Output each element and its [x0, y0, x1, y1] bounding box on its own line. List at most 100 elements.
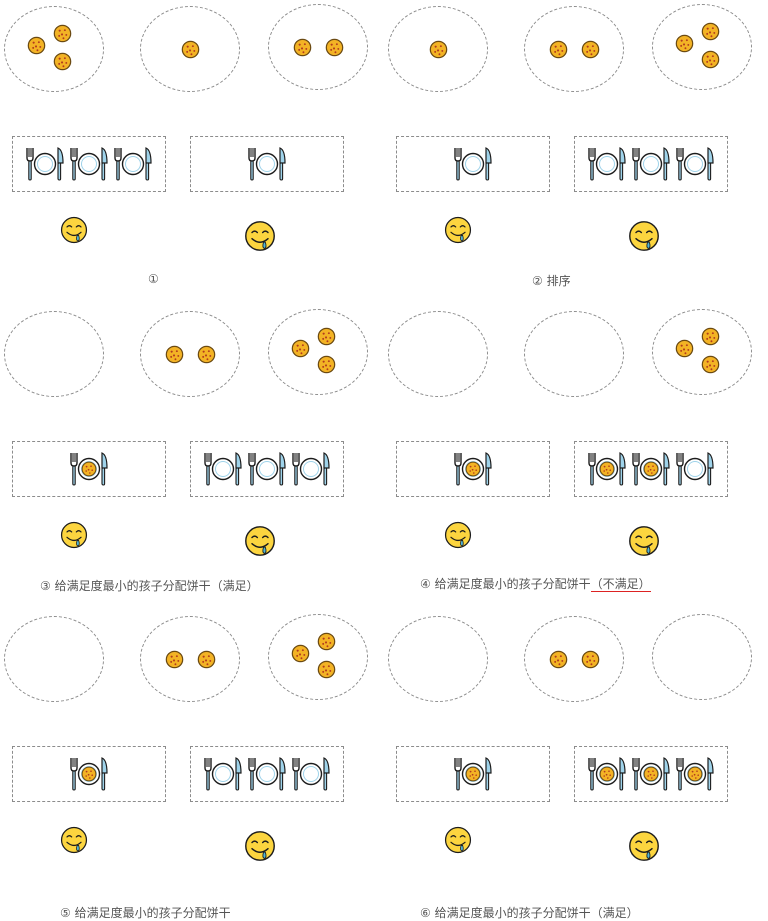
- cookie-bowl: [4, 6, 104, 92]
- plate-fork-knife-icon: [292, 451, 330, 487]
- cookie-icon: [53, 24, 72, 43]
- cookie-icon: [549, 650, 568, 669]
- cookie-bowl: [4, 616, 104, 702]
- plate-with-cookie-icon: [632, 451, 670, 487]
- plate-fork-knife-icon: [248, 451, 286, 487]
- child-greed-box-large: [190, 441, 344, 497]
- step-caption: ①: [148, 272, 159, 286]
- drooling-child-icon: [244, 220, 276, 252]
- step-panel-6: ⑥ 给满足度最小的孩子分配饼干（满足）: [384, 610, 768, 920]
- cookie-bowl: [524, 616, 624, 702]
- cookie-icon: [291, 644, 310, 663]
- cookie-icon: [197, 345, 216, 364]
- cookie-icon: [27, 36, 46, 55]
- step-panel-4: ④ 给满足度最小的孩子分配饼干（不满足）: [384, 305, 768, 610]
- cookie-icon: [165, 650, 184, 669]
- plate-fork-knife-icon: [26, 146, 64, 182]
- drooling-child-icon: [60, 521, 88, 549]
- step-panel-1: ①: [0, 0, 384, 305]
- drooling-child-icon: [60, 216, 88, 244]
- cookie-icon: [317, 660, 336, 679]
- child-greed-box-large: [574, 746, 728, 802]
- plate-with-cookie-icon: [588, 451, 626, 487]
- cookie-icon: [701, 355, 720, 374]
- plate-with-cookie-icon: [454, 756, 492, 792]
- cookie-bowl: [268, 309, 368, 395]
- plate-fork-knife-icon: [676, 146, 714, 182]
- child-greed-box-small: [396, 746, 550, 802]
- plate-with-cookie-icon: [70, 451, 108, 487]
- cookie-bowl: [524, 311, 624, 397]
- cookie-bowl: [268, 4, 368, 90]
- cookie-icon: [293, 38, 312, 57]
- cookie-icon: [675, 339, 694, 358]
- cookie-icon: [581, 40, 600, 59]
- child-greed-box-large: [574, 441, 728, 497]
- drooling-child-icon: [628, 220, 660, 252]
- plate-fork-knife-icon: [248, 146, 286, 182]
- cookie-bowl: [652, 309, 752, 395]
- cookie-icon: [317, 327, 336, 346]
- drooling-child-icon: [628, 830, 660, 862]
- cookie-icon: [675, 34, 694, 53]
- plate-fork-knife-icon: [248, 756, 286, 792]
- plate-fork-knife-icon: [204, 756, 242, 792]
- cookie-bowl: [652, 4, 752, 90]
- plate-with-cookie-icon: [676, 756, 714, 792]
- step-caption: ⑥ 给满足度最小的孩子分配饼干（满足）: [420, 906, 639, 920]
- cookie-bowl: [652, 614, 752, 700]
- step-caption: ② 排序: [532, 274, 571, 288]
- cookie-icon: [325, 38, 344, 57]
- cookie-bowl: [4, 311, 104, 397]
- cookie-bowl: [140, 311, 240, 397]
- child-greed-box-small: [396, 441, 550, 497]
- plate-fork-knife-icon: [588, 146, 626, 182]
- child-greed-box-large: [190, 746, 344, 802]
- drooling-child-icon: [444, 826, 472, 854]
- step-panel-2: ② 排序: [384, 0, 768, 305]
- step-caption: ⑤ 给满足度最小的孩子分配饼干: [60, 906, 231, 920]
- plate-with-cookie-icon: [70, 756, 108, 792]
- cookie-bowl: [388, 616, 488, 702]
- plate-fork-knife-icon: [114, 146, 152, 182]
- step-caption-text: ④ 给满足度最小的孩子分配饼干: [420, 577, 591, 591]
- not-satisfied-mark: （不满足）: [590, 577, 651, 592]
- plate-fork-knife-icon: [204, 451, 242, 487]
- drooling-child-icon: [444, 521, 472, 549]
- drooling-child-icon: [244, 830, 276, 862]
- plate-with-cookie-icon: [454, 451, 492, 487]
- cookie-icon: [429, 40, 448, 59]
- step-panel-3: ③ 给满足度最小的孩子分配饼干（满足）: [0, 305, 384, 610]
- cookie-icon: [165, 345, 184, 364]
- cookie-icon: [701, 327, 720, 346]
- plate-fork-knife-icon: [70, 146, 108, 182]
- step-caption: ④ 给满足度最小的孩子分配饼干（不满足）: [420, 575, 651, 592]
- step-caption: ③ 给满足度最小的孩子分配饼干（满足）: [40, 579, 259, 593]
- plate-fork-knife-icon: [676, 451, 714, 487]
- cookie-bowl: [524, 6, 624, 92]
- child-greed-box-small: [12, 441, 166, 497]
- plate-fork-knife-icon: [632, 146, 670, 182]
- cookie-icon: [549, 40, 568, 59]
- cookie-bowl: [268, 614, 368, 700]
- drooling-child-icon: [244, 525, 276, 557]
- child-greed-box-large: [190, 136, 344, 192]
- cookie-bowl: [140, 6, 240, 92]
- child-greed-box-large: [574, 136, 728, 192]
- cookie-icon: [197, 650, 216, 669]
- cookie-bowl: [388, 311, 488, 397]
- cookie-icon: [181, 40, 200, 59]
- cookie-icon: [291, 339, 310, 358]
- cookie-bowl: [388, 6, 488, 92]
- drooling-child-icon: [628, 525, 660, 557]
- cookie-icon: [581, 650, 600, 669]
- step-panel-5: ⑤ 给满足度最小的孩子分配饼干: [0, 610, 384, 920]
- plate-with-cookie-icon: [632, 756, 670, 792]
- child-greed-box-small: [12, 746, 166, 802]
- plate-fork-knife-icon: [292, 756, 330, 792]
- child-greed-box-small: [12, 136, 166, 192]
- cookie-icon: [701, 50, 720, 69]
- cookie-icon: [701, 22, 720, 41]
- drooling-child-icon: [60, 826, 88, 854]
- plate-fork-knife-icon: [454, 146, 492, 182]
